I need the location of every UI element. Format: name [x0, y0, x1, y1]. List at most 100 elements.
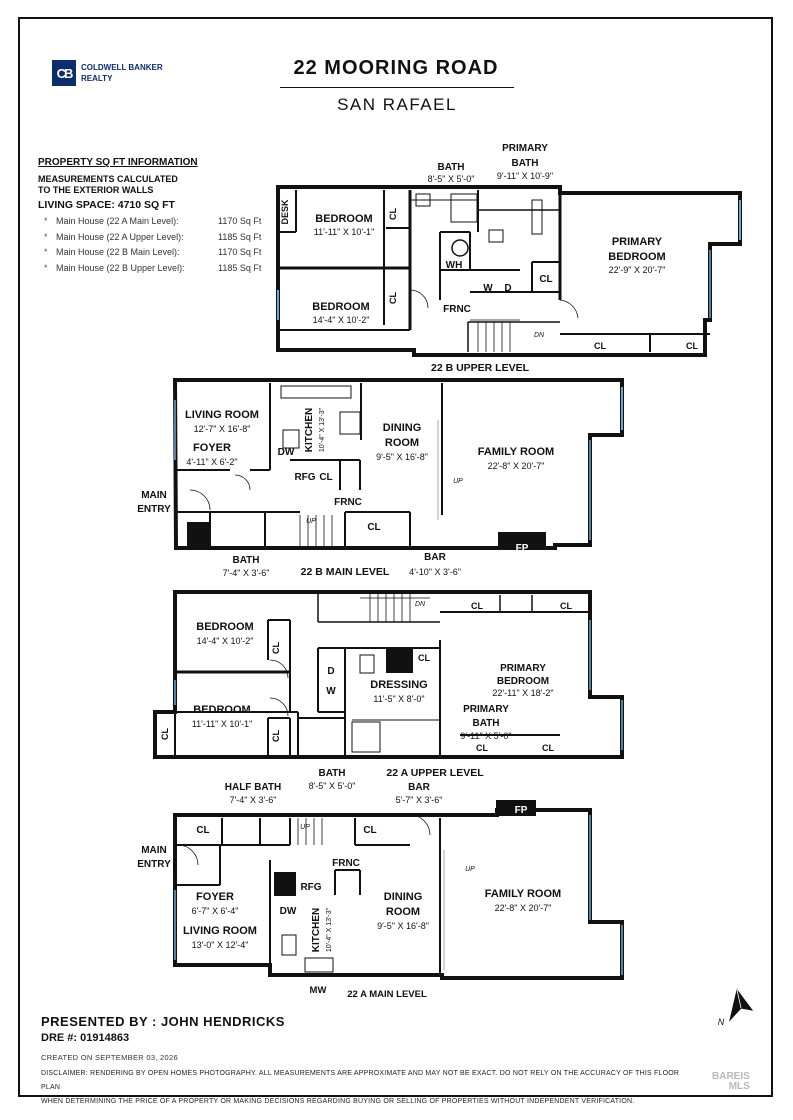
room-label: BATH	[318, 768, 345, 779]
sqft-heading: PROPERTY SQ FT INFORMATION	[38, 157, 198, 168]
room-label: FOYER	[193, 442, 231, 454]
stairs-label: UP	[453, 478, 463, 485]
sqft-item-label: Main House (22 B Main Level):	[56, 247, 180, 257]
room-label: FAMILY ROOM	[478, 446, 554, 458]
entry-label: MAIN	[141, 845, 167, 856]
labels-22a-upper: BEDROOM 14'-4" X 10'-2" CL BEDROOM 11'-1…	[160, 601, 572, 791]
room-dimension: 7'-4" X 3'-6"	[230, 795, 277, 805]
room-label: FAMILY ROOM	[485, 888, 561, 900]
room-label: BAR	[424, 552, 446, 563]
north-arrow-icon: N	[718, 988, 754, 1027]
closet-label: CL	[388, 208, 398, 220]
entry-label: ENTRY	[137, 504, 171, 515]
room-label: PRIMARY	[612, 236, 663, 248]
coldwell-banker-logo-icon: CB	[52, 60, 76, 86]
sqft-breakdown-list: Main House (22 A Main Level):1170 Sq Ft …	[38, 214, 298, 276]
room-dimension: 9'-11" X 5'-0"	[460, 731, 511, 741]
level-label: 22 A UPPER LEVEL	[386, 767, 484, 779]
stairs-label: UP	[465, 866, 475, 873]
level-label: 22 A MAIN LEVEL	[347, 989, 427, 1000]
room-label: PRIMARY	[502, 143, 548, 154]
level-label: 22 B MAIN LEVEL	[301, 566, 390, 578]
room-dimension: 22'-8" X 20'-7"	[495, 903, 552, 913]
closet-label: CL	[271, 642, 281, 654]
closet-label: CL	[686, 341, 698, 351]
room-dimension: 22'-8" X 20'-7"	[488, 461, 545, 471]
room-dimension: 6'-7" X 6'-4"	[192, 906, 239, 916]
sqft-item-value: 1170 Sq Ft	[218, 247, 262, 257]
room-dimension: 4'-11" X 6'-2"	[186, 457, 237, 467]
room-label: KITCHEN	[311, 908, 322, 952]
room-label: BEDROOM	[312, 301, 369, 313]
fireplace-label: FP	[515, 805, 528, 816]
room-dimension: 22'-11" X 18'-2"	[492, 688, 553, 698]
closet-label: CL	[388, 292, 398, 304]
closet-label: CL	[160, 728, 170, 740]
dishwasher-label: DW	[278, 447, 295, 458]
closet-label: CL	[476, 743, 488, 753]
disclaimer-line-1: DISCLAIMER: RENDERING BY OPEN HOMES PHOT…	[41, 1070, 680, 1091]
closet-label: CL	[367, 522, 380, 533]
page-border	[18, 17, 773, 1097]
closet-label: CL	[319, 472, 332, 483]
plan-22b-upper	[276, 185, 742, 357]
room-label: KITCHEN	[304, 408, 315, 452]
dishwasher-label: DW	[280, 906, 297, 917]
fireplace-label: FP	[516, 543, 529, 554]
room-dimension: 10'-4" X 13'-3"	[326, 907, 333, 952]
closet-label: CL	[196, 825, 209, 836]
living-space-total: LIVING SPACE: 4710 SQ FT	[38, 199, 175, 211]
room-dimension: 9'-5" X 16'-8"	[376, 452, 428, 462]
presented-by: PRESENTED BY : JOHN HENDRICKS	[41, 1014, 285, 1029]
disclaimer: DISCLAIMER: RENDERING BY OPEN HOMES PHOT…	[41, 1067, 681, 1109]
room-dimension: 9'-11" X 10'-9"	[497, 171, 553, 181]
room-label: BEDROOM	[315, 213, 372, 225]
room-dimension: 13'-0" X 12'-4"	[192, 940, 249, 950]
stairs-label: UP	[300, 824, 310, 831]
room-dimension: 5'-7" X 3'-6"	[396, 795, 443, 805]
room-label: FOYER	[196, 891, 234, 903]
room-label: PRIMARY	[500, 663, 546, 674]
room-dimension: 11'-11" X 10'-1"	[192, 719, 253, 729]
sqft-item: Main House (22 A Upper Level):1185 Sq Ft	[38, 230, 298, 246]
room-label: BEDROOM	[196, 621, 253, 633]
sqft-item-value: 1185 Sq Ft	[218, 231, 262, 242]
room-dimension: 9'-5" X 16'-8"	[377, 921, 429, 931]
room-dimension: 7'-4" X 3'-6"	[223, 568, 270, 578]
sqft-item-label: Main House (22 A Main Level):	[56, 216, 179, 226]
dryer-label: D	[504, 283, 511, 294]
title-divider	[280, 87, 514, 88]
room-dimension: 11'-5" X 8'-0"	[373, 694, 424, 704]
sqft-info-panel: PROPERTY SQ FT INFORMATION MEASUREMENTS …	[38, 157, 298, 276]
stairs-label: UP	[306, 518, 316, 525]
room-dimension: 22'-9" X 20'-7"	[609, 265, 666, 275]
room-label: BATH	[437, 162, 464, 173]
property-address: 22 MOORING ROAD	[293, 57, 499, 79]
brand-line-1: COLDWELL BANKER	[81, 63, 163, 72]
brand-name: COLDWELL BANKER REALTY	[81, 62, 163, 84]
microwave-label: MW	[310, 985, 327, 996]
closet-label: CL	[471, 601, 483, 611]
plan-22a-upper	[153, 590, 624, 759]
room-label: BATH	[472, 718, 499, 729]
room-label: LIVING ROOM	[183, 925, 257, 937]
sqft-item: Main House (22 B Main Level): 1170 Sq Ft	[38, 245, 298, 261]
sqft-note-line-1: MEASUREMENTS CALCULATED	[38, 174, 178, 184]
closet-label: CL	[542, 743, 554, 753]
room-label: DRESSING	[370, 679, 427, 691]
closet-label: CL	[363, 825, 376, 836]
closet-label: CL	[560, 601, 572, 611]
room-label: ROOM	[385, 437, 419, 449]
sqft-item: Main House (22 B Upper Level):1185 Sq Ft	[38, 261, 298, 277]
disclaimer-line-2: WHEN DETERMINING THE PRICE OF A PROPERTY…	[41, 1098, 635, 1105]
north-label: N	[718, 1017, 725, 1027]
water-heater-label: WH	[446, 260, 463, 271]
room-label: LIVING ROOM	[185, 409, 259, 421]
room-label: BATH	[232, 555, 259, 566]
closet-label: CL	[594, 341, 606, 351]
furnace-label: FRNC	[443, 304, 471, 315]
entry-label: ENTRY	[137, 859, 171, 870]
sqft-item-value: 1170 Sq Ft	[218, 216, 262, 226]
refrigerator-label: RFG	[294, 472, 315, 483]
